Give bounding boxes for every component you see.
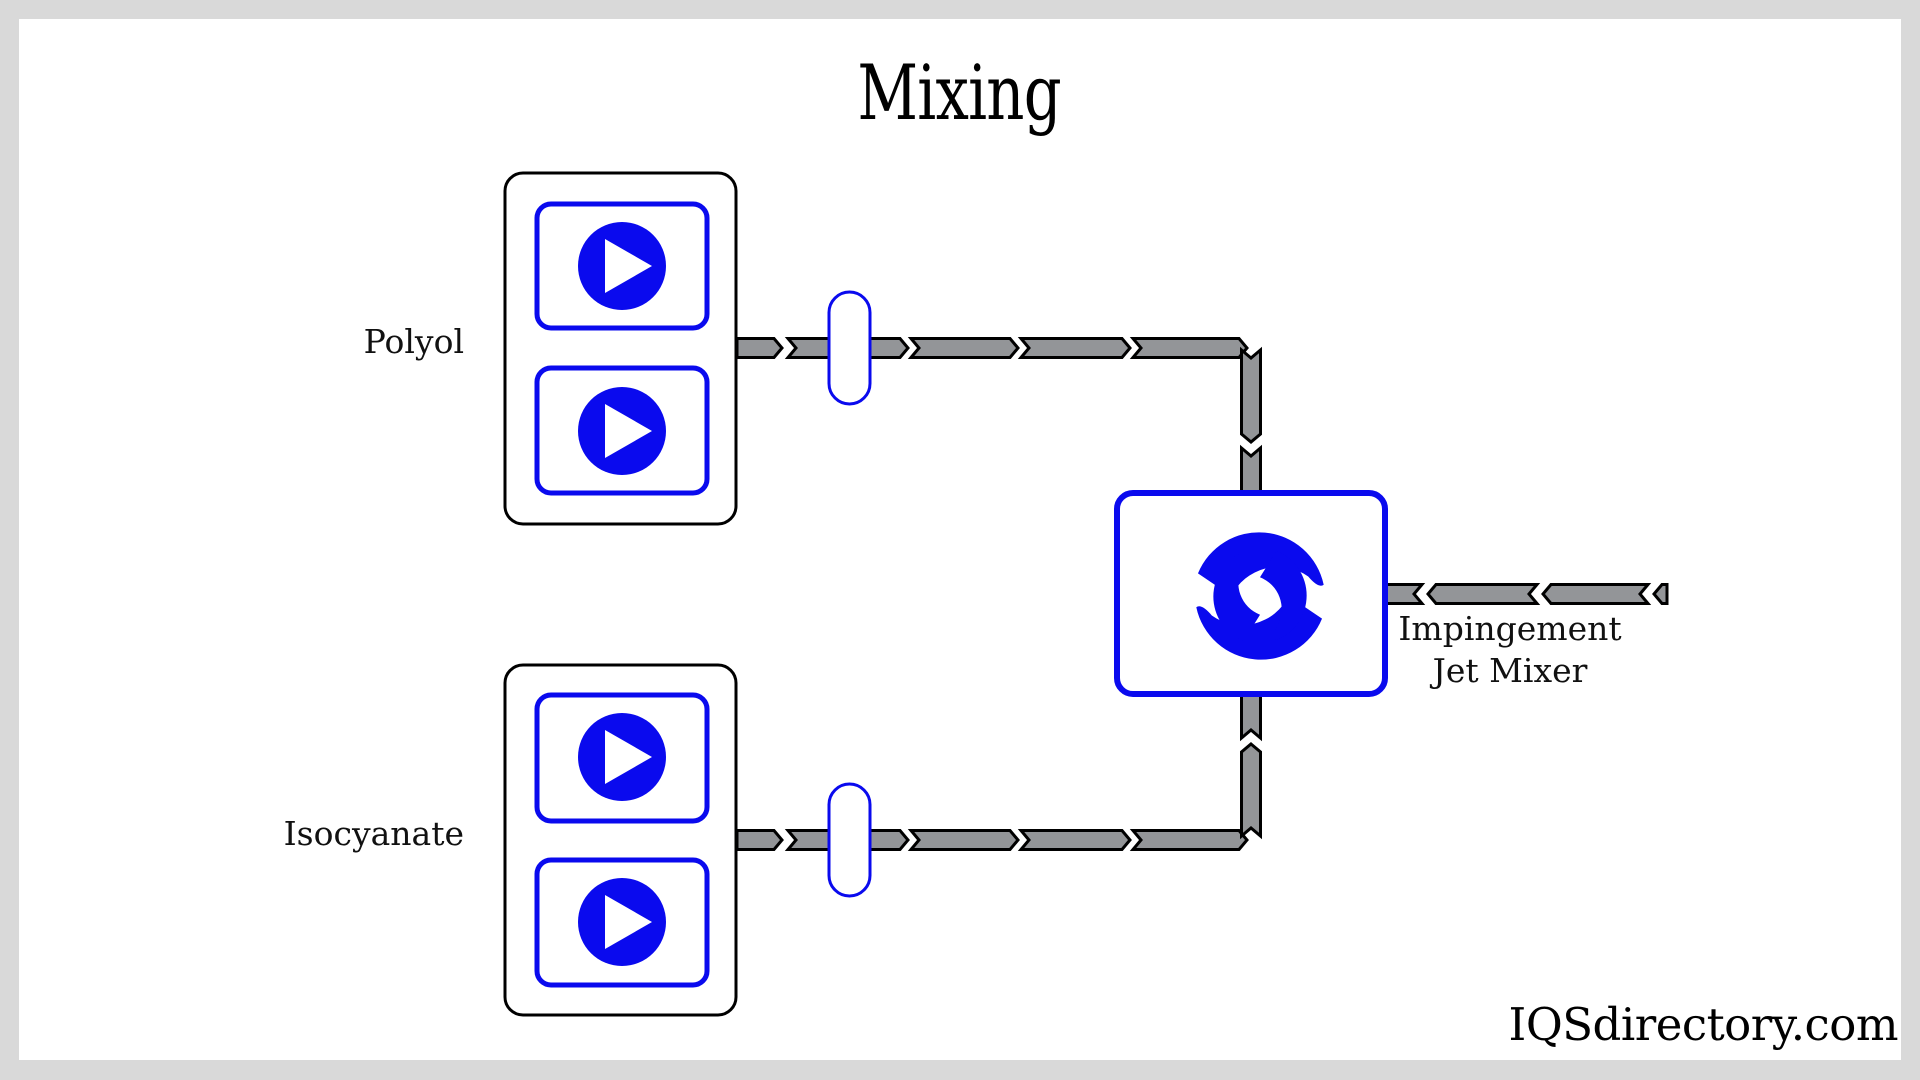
pipe-segment xyxy=(1652,583,1669,605)
page-title: Mixing xyxy=(857,48,1061,137)
polyol-label: Polyol xyxy=(363,322,464,361)
polyol-pump-2 xyxy=(534,365,710,496)
pipe-segment xyxy=(1129,337,1249,359)
pipe-network xyxy=(735,337,1669,851)
diagram-panel xyxy=(19,19,1901,1060)
pipe-segment xyxy=(1017,337,1132,359)
isocyanate-valve xyxy=(827,782,872,898)
play-triangle-icon xyxy=(605,404,652,458)
pipe-segment xyxy=(907,337,1020,359)
play-triangle-icon xyxy=(605,730,652,784)
mixer-label-line-1: Impingement xyxy=(1398,609,1622,648)
pipe-segment xyxy=(907,829,1020,851)
pipe-segment xyxy=(1240,742,1262,840)
mixer-housing xyxy=(1114,490,1388,697)
pipe-segment xyxy=(735,829,784,851)
mixer-label: Impingement Jet Mixer xyxy=(1390,608,1630,692)
isocyanate-pump-unit xyxy=(503,663,738,1017)
isocyanate-pump-1 xyxy=(534,692,710,824)
isocyanate-label: Isocyanate xyxy=(283,814,464,853)
pipe-segment xyxy=(784,829,832,851)
pipe-segment xyxy=(1240,692,1262,742)
swirl-blade xyxy=(1259,550,1307,641)
pipe-segment xyxy=(1240,346,1262,444)
pipe-segment xyxy=(1017,829,1132,851)
isocyanate-pump-2 xyxy=(534,857,710,988)
pipe-segment xyxy=(1240,444,1262,495)
swirl-icon xyxy=(1196,532,1324,660)
pipe-segment xyxy=(1541,583,1652,605)
polyol-pump-1 xyxy=(534,201,710,331)
pipe-segment xyxy=(867,337,910,359)
pipe-segment xyxy=(1384,583,1426,605)
polyol-valve xyxy=(827,290,872,406)
pipe-segment xyxy=(735,337,784,359)
mixer-label-line-2: Jet Mixer xyxy=(1432,651,1588,690)
polyol-pump-unit xyxy=(503,171,738,526)
pipe-segment xyxy=(867,829,910,851)
pipe-segment xyxy=(1426,583,1541,605)
pipe-segment xyxy=(784,337,832,359)
watermark: IQSdirectory.com xyxy=(1508,998,1899,1051)
play-triangle-icon xyxy=(605,239,652,293)
pipe-segment xyxy=(1129,829,1249,851)
play-triangle-icon xyxy=(605,895,652,949)
swirl-blade xyxy=(1213,551,1261,642)
impingement-jet-mixer xyxy=(1114,490,1388,697)
